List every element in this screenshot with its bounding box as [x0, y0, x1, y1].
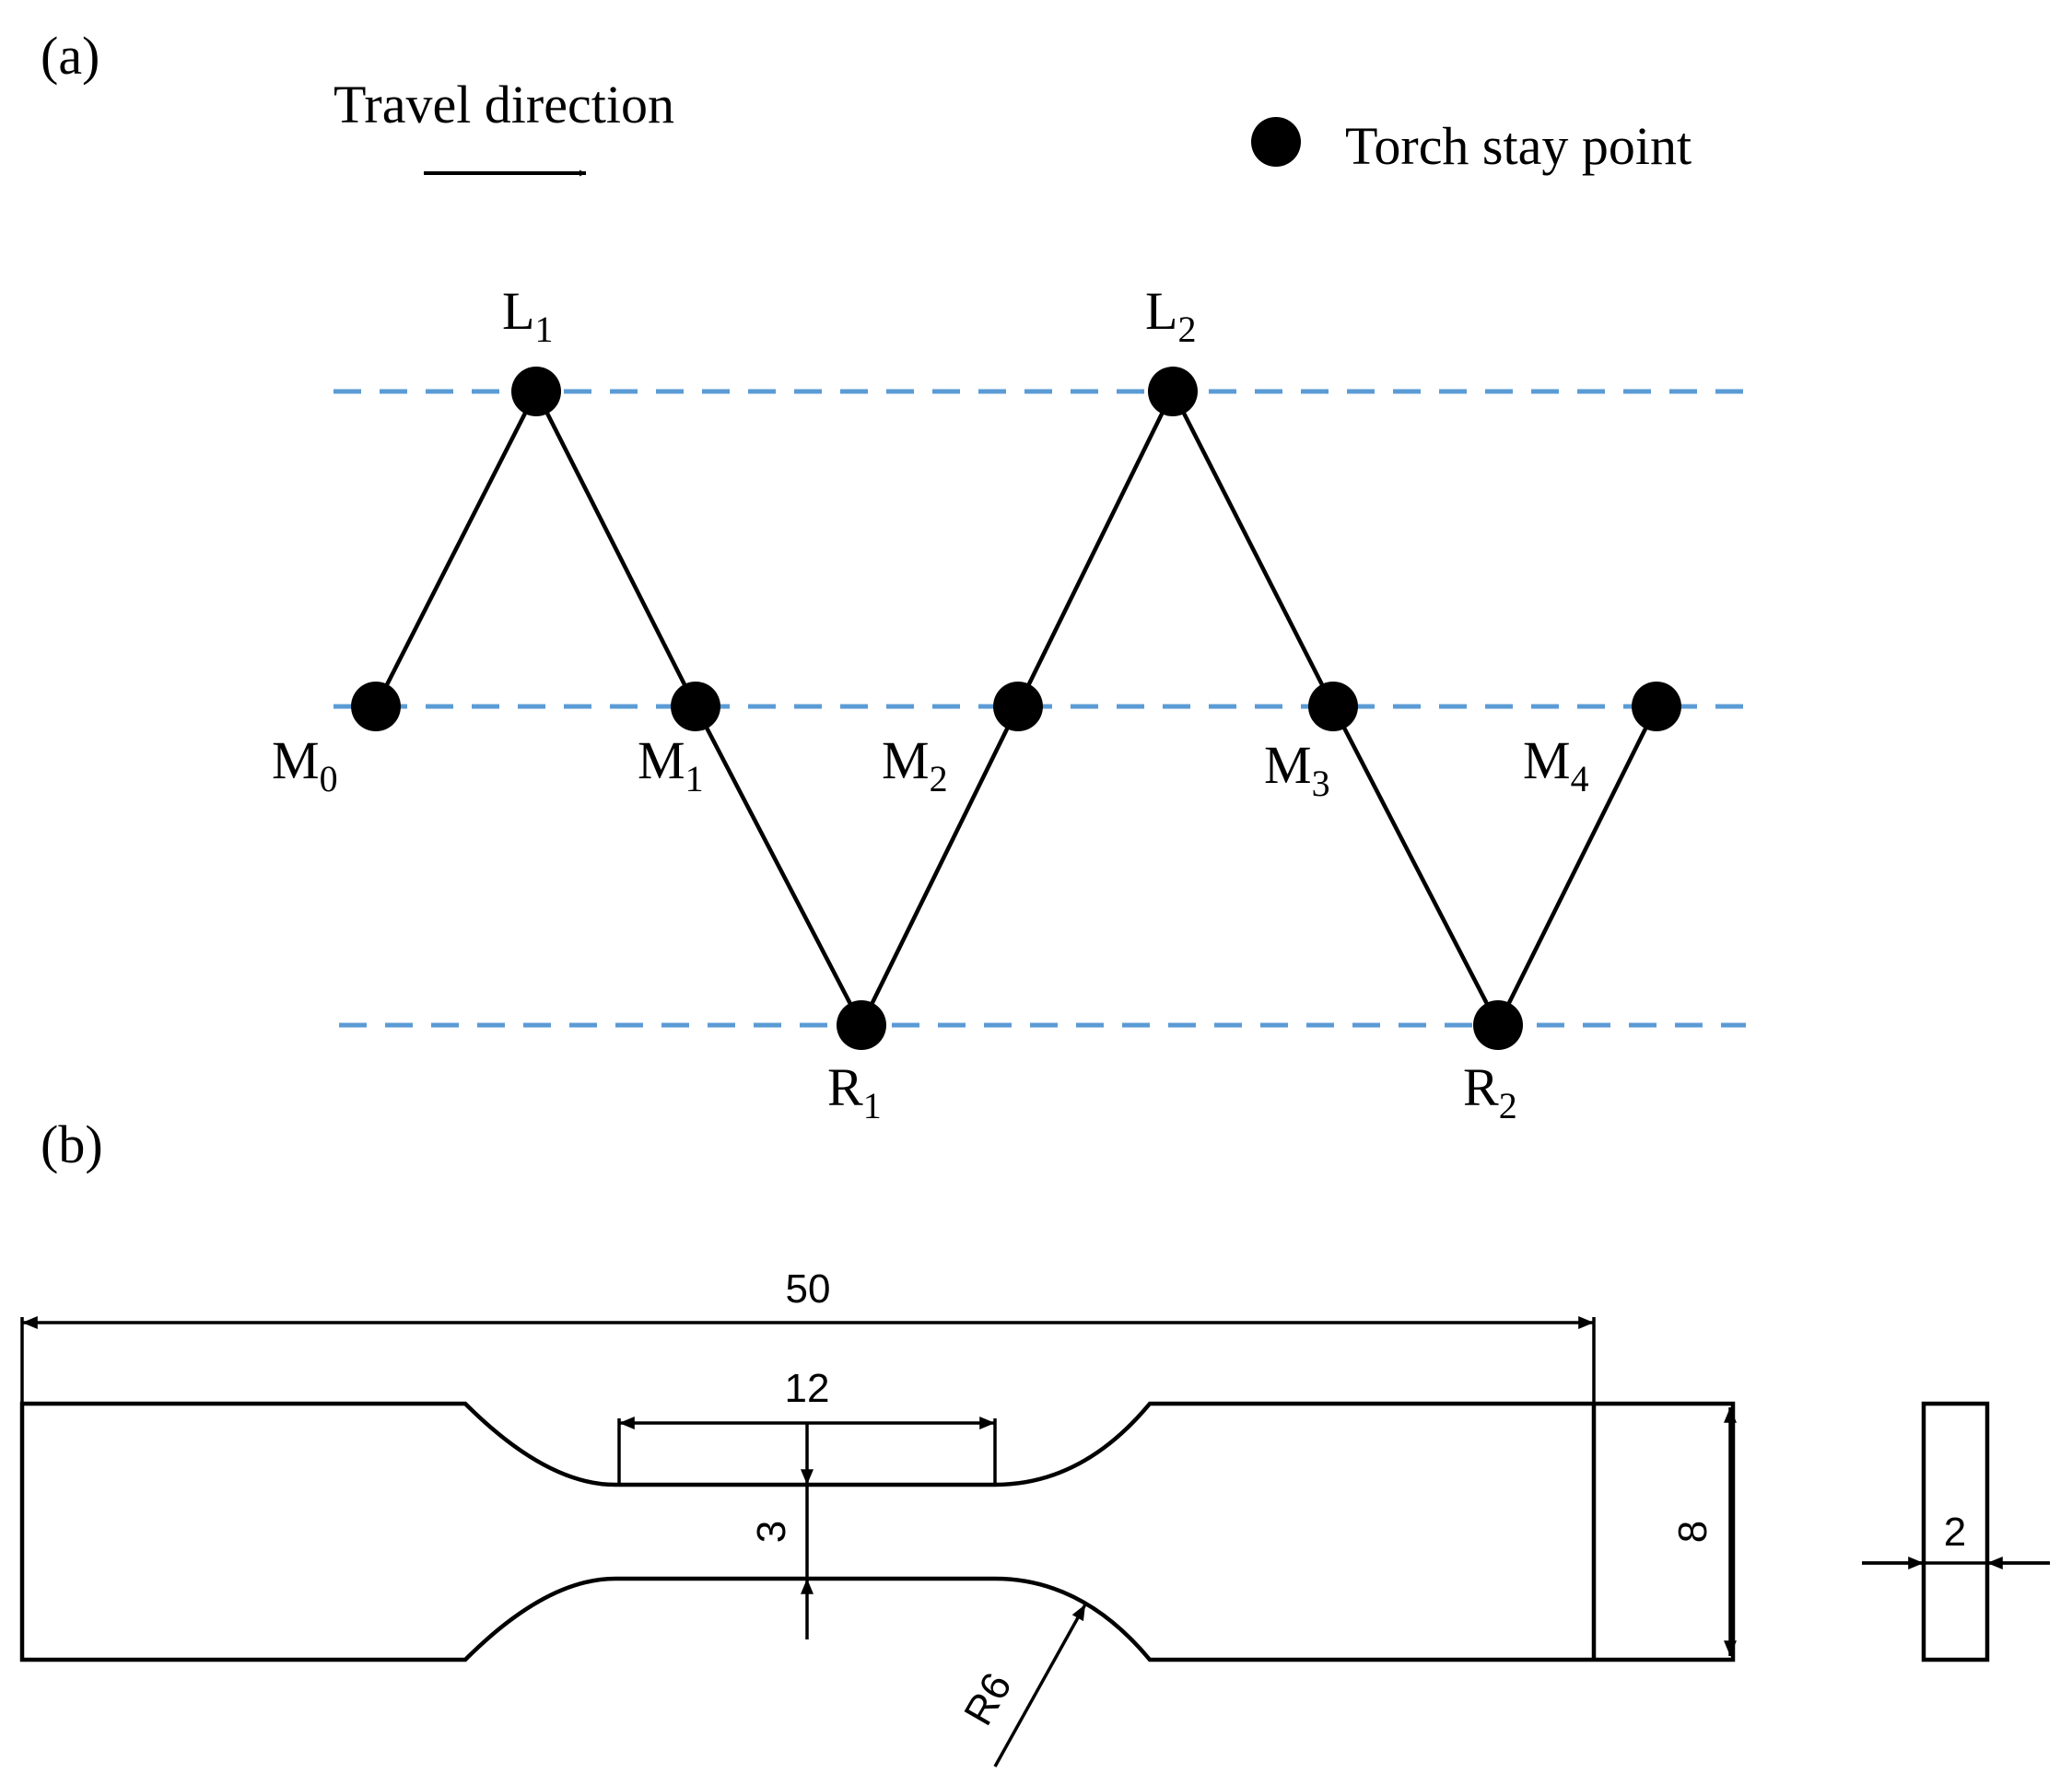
stay-point-m1 [671, 682, 720, 731]
travel-direction-label: Travel direction [334, 75, 674, 134]
point-label-m0: M0 [272, 730, 338, 799]
stay-point-m4 [1632, 682, 1681, 731]
dim-thickness: 2 [1944, 1510, 1966, 1555]
stay-point-r1 [837, 1000, 886, 1050]
legend-label: Torch stay point [1345, 116, 1692, 176]
panel-b-label: (b) [41, 1114, 103, 1174]
panel-b: (b) 50 12 3 8 R6 2 [19, 1114, 2050, 1767]
legend-dot-icon [1251, 117, 1301, 167]
dim-fillet-radius: R6 [955, 1665, 1021, 1732]
stay-point-m3 [1308, 682, 1358, 731]
stay-point-l2 [1148, 367, 1198, 416]
stay-point-m2 [993, 682, 1043, 731]
point-label-r1: R1 [827, 1057, 882, 1126]
point-label-l1: L1 [502, 281, 553, 350]
stay-point-l1 [511, 367, 561, 416]
dim-gauge-length: 12 [785, 1366, 830, 1411]
point-label-m1: M1 [638, 730, 704, 799]
panel-a: (a) Travel direction Torch stay point M0… [41, 26, 1746, 1126]
dim-grip-width: 8 [1670, 1521, 1715, 1543]
point-label-r2: R2 [1463, 1057, 1517, 1126]
point-label-m3: M3 [1264, 735, 1330, 804]
stay-point-r2 [1473, 1000, 1523, 1050]
cross-section-outline [1921, 1401, 1990, 1662]
point-label-m2: M2 [882, 730, 948, 799]
dim-r6-leader [993, 1604, 1087, 1767]
stay-point-m0 [351, 682, 401, 731]
panel-a-label: (a) [41, 26, 100, 86]
dim-gauge-width: 3 [749, 1521, 794, 1543]
point-label-m4: M4 [1523, 730, 1589, 799]
specimen-outline [19, 1401, 1736, 1662]
dim-total-length: 50 [786, 1266, 831, 1312]
point-label-l2: L2 [1145, 281, 1196, 350]
